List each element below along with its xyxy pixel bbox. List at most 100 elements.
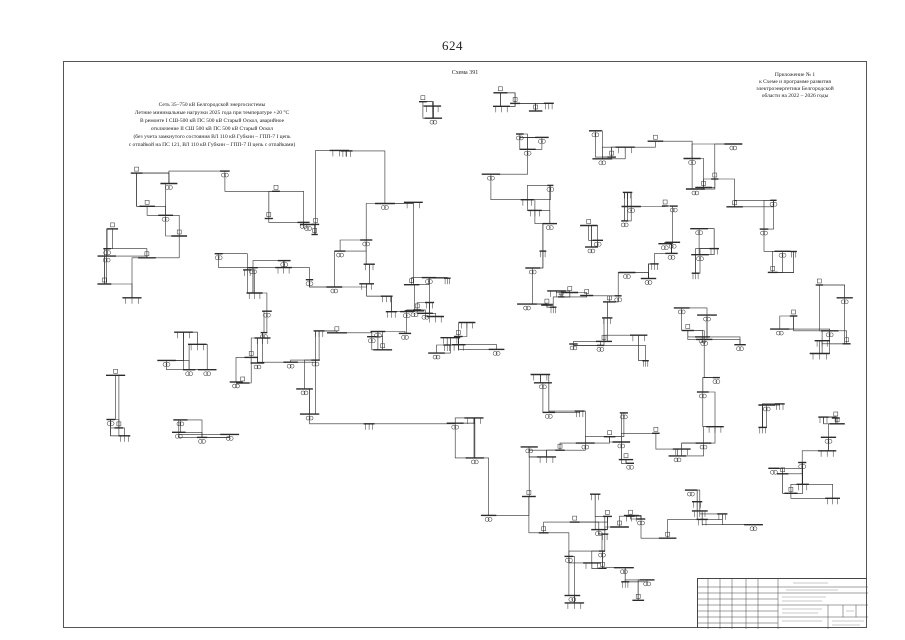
line-segment: [695, 254, 701, 274]
switch-box: [623, 453, 629, 458]
transformer-winding: [384, 205, 389, 210]
line-segment: [598, 516, 608, 530]
line-segment: [609, 295, 619, 303]
transformer-winding: [695, 230, 700, 235]
line-segment: [202, 434, 230, 438]
line-segment: [637, 579, 648, 601]
line-segment: [543, 521, 575, 533]
line-segment: [436, 344, 448, 354]
line-segment: [166, 332, 184, 361]
line-segment: [377, 331, 383, 350]
switch-box: [628, 509, 633, 515]
transmission-lines: [104, 92, 847, 603]
line-segment: [579, 410, 586, 444]
line-segment: [110, 419, 120, 428]
line-segment: [527, 199, 535, 211]
line-segment: [500, 92, 502, 107]
transformer-winding: [336, 252, 341, 258]
line-segment: [828, 423, 838, 438]
transformer-winding: [232, 383, 237, 389]
line-segment: [315, 330, 320, 361]
transformer-winding: [201, 439, 206, 444]
transformer-winding: [673, 457, 679, 463]
line-segment: [699, 228, 715, 249]
transformer-winding: [516, 135, 521, 141]
line-segment: [621, 442, 626, 460]
switch-box: [544, 298, 550, 304]
transformer-winding: [490, 175, 495, 181]
line-segment: [546, 449, 560, 457]
transformer-winding: [568, 597, 574, 602]
transformer-winding: [492, 351, 498, 356]
transformer-winding: [203, 371, 208, 376]
transformer-winding: [828, 332, 834, 338]
line-segment: [779, 315, 794, 330]
line-segment: [110, 375, 116, 420]
line-segment: [136, 172, 170, 184]
line-segment: [542, 382, 549, 413]
transformer-winding: [572, 345, 578, 351]
transformer-winding: [765, 406, 771, 412]
transformer-winding: [103, 250, 108, 255]
line-segment: [411, 202, 414, 285]
transformer-winding: [545, 414, 550, 419]
line-segment: [821, 330, 830, 341]
line-segment: [532, 251, 544, 269]
transformer-winding: [691, 190, 697, 196]
transformer-winding: [106, 421, 112, 426]
transformer-winding: [778, 253, 784, 258]
switch-box: [116, 421, 122, 427]
switch-box: [176, 229, 182, 235]
transformer-winding: [623, 414, 628, 420]
line-segment: [146, 206, 166, 216]
transformer-winding: [487, 175, 492, 181]
line-segment: [366, 264, 370, 285]
line-segment: [336, 332, 373, 337]
line-segment: [250, 337, 263, 358]
line-segment: [276, 191, 304, 223]
line-segment: [447, 337, 451, 346]
appendix-line: области на 2022 – 2026 годы: [761, 93, 829, 99]
line-segment: [702, 391, 716, 427]
line-segment: [702, 336, 741, 345]
line-segment: [604, 526, 620, 535]
line-segment: [411, 277, 430, 285]
switch-box: [770, 266, 775, 271]
transformer-winding: [330, 288, 336, 294]
transformer-winding: [699, 444, 705, 450]
transformer-winding: [425, 279, 430, 284]
line-segment: [180, 419, 203, 438]
transformer-winding: [429, 119, 435, 125]
transformer-winding: [673, 207, 678, 213]
transformer-winding: [217, 255, 223, 260]
transformer-winding: [769, 202, 775, 207]
switch-box: [266, 212, 272, 217]
line-segment: [772, 251, 794, 273]
line-segment: [540, 374, 543, 384]
line-segment: [790, 493, 833, 499]
transformer-winding: [106, 250, 111, 255]
transformer-winding: [531, 269, 537, 275]
line-segment: [490, 174, 528, 200]
line-segment: [304, 388, 310, 415]
switch-box: [780, 467, 785, 473]
line-segment: [458, 322, 467, 345]
transformer-winding: [661, 245, 666, 250]
switch-box: [653, 134, 658, 140]
line-segment: [543, 532, 570, 557]
line-segment: [110, 419, 119, 429]
line-segment: [695, 248, 715, 274]
line-segment: [515, 103, 536, 111]
mode-description-line: В ремонте I СШ-500 кВ ПС 500 кВ Старый О…: [139, 118, 285, 124]
substations: [102, 86, 849, 609]
transformer-winding: [671, 244, 677, 249]
line-segment: [801, 450, 828, 463]
transformer-winding: [178, 434, 183, 439]
line-segment: [527, 199, 536, 211]
transformer-winding: [584, 444, 590, 450]
line-segment: [700, 248, 715, 255]
transformer-winding: [591, 132, 597, 138]
transformer-winding: [620, 414, 625, 420]
switch-box: [607, 295, 612, 301]
transformer-winding: [623, 274, 628, 279]
